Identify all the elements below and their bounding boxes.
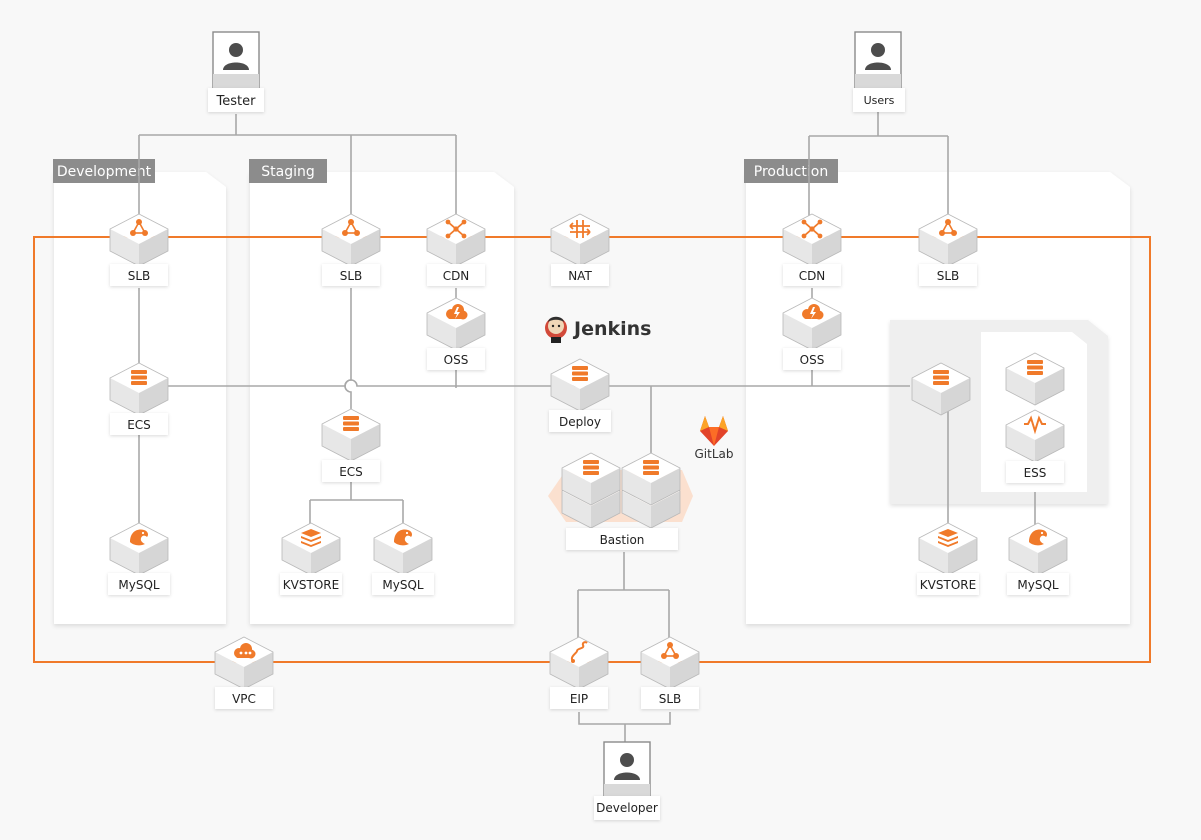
stg-mysql-label-box — [372, 573, 434, 595]
gitlab-logo: GitLab — [695, 416, 734, 461]
stg-ecs-label: ECS — [339, 465, 363, 479]
users-person-icon — [854, 31, 902, 89]
stg-slb-label-box — [322, 264, 380, 286]
stg-kvstore-label: KVSTORE — [283, 578, 339, 592]
eip-label-box — [550, 687, 608, 709]
prod-kvstore-node: KVSTORE — [917, 522, 979, 595]
development-zone-label: Development — [57, 164, 152, 180]
prod-oss-label: OSS — [800, 353, 825, 367]
staging-zone-label: Staging — [261, 164, 315, 180]
stg-oss-node: OSS — [426, 297, 486, 370]
production-zone-label: Production — [754, 164, 828, 180]
developer-label: Developer — [596, 801, 658, 815]
prod-mysql-node: MySQL — [1007, 522, 1069, 595]
dev-slb-label: SLB — [128, 269, 151, 283]
development-zone-tab — [53, 159, 155, 183]
ess-node: ESS — [1005, 409, 1065, 483]
stg-ecs-label-box — [322, 460, 380, 482]
server-icon — [572, 366, 588, 381]
stg-mysql-label: MySQL — [382, 578, 424, 592]
prod-oss-label-box — [783, 348, 841, 370]
deploy-cube — [550, 358, 610, 412]
server-icon — [1027, 360, 1043, 375]
deploy-label: Deploy — [559, 415, 601, 429]
jenkins-icon — [545, 316, 567, 343]
dev-ecs-node: ECS — [109, 362, 169, 435]
vpc-label: VPC — [232, 692, 256, 706]
users-label: Users — [864, 94, 895, 107]
stg-ecs-node: ECS — [321, 408, 381, 482]
server-icon — [583, 460, 599, 475]
dev-slb-label-box — [110, 264, 168, 286]
server-icon — [131, 370, 147, 385]
ess-group-panel — [890, 320, 1108, 504]
prod-slb-node: SLB — [918, 213, 978, 286]
deploy-node: Deploy — [549, 358, 611, 432]
gitlab-label: GitLab — [695, 447, 734, 461]
dev-mysql-label: MySQL — [118, 578, 160, 592]
production-zone-tab — [744, 159, 838, 183]
tester-person-icon — [212, 31, 260, 89]
developer-person: Developer — [594, 741, 660, 820]
prod-cdn-label-box — [783, 264, 841, 286]
jenkins-logo: Jenkins — [545, 316, 651, 343]
vpc-label-box — [215, 687, 273, 709]
prod-slb-label-box — [919, 264, 977, 286]
edge-slb-label-box — [641, 687, 699, 709]
gitlab-icon — [700, 416, 728, 446]
eip-node: EIP — [549, 636, 609, 709]
server-icon — [643, 460, 659, 475]
vpc-cube — [214, 636, 274, 690]
stg-cdn-node: CDN — [426, 213, 486, 286]
deploy-label-box — [549, 410, 611, 432]
prod-cdn-label: CDN — [799, 269, 826, 283]
stg-kvstore-label-box — [280, 573, 342, 595]
stg-kvstore-node: KVSTORE — [280, 522, 342, 595]
ess-label: ESS — [1024, 466, 1047, 480]
dev-mysql-node: MySQL — [108, 522, 170, 595]
prod-oss-node: OSS — [782, 297, 842, 370]
stg-cdn-label: CDN — [443, 269, 470, 283]
dev-slb-node: SLB — [109, 213, 169, 286]
tester-person: Tester — [208, 31, 264, 112]
nat-label: NAT — [568, 269, 592, 283]
stg-oss-label-box — [427, 348, 485, 370]
developer-person-icon — [603, 741, 651, 799]
bastion-label: Bastion — [600, 533, 645, 547]
prod-kvstore-label: KVSTORE — [920, 578, 976, 592]
bastion-label-box — [566, 528, 678, 550]
edge-slb-label: SLB — [659, 692, 682, 706]
vpc-node: VPC — [214, 636, 274, 709]
prod-cdn-node: CDN — [782, 213, 842, 286]
nat-cube — [550, 213, 610, 267]
bastion-node: Bastion — [561, 452, 681, 550]
dev-ecs-label: ECS — [127, 418, 151, 432]
prod-mysql-label: MySQL — [1017, 578, 1059, 592]
server-icon — [933, 370, 949, 385]
edge-slb-node: SLB — [640, 636, 700, 709]
prod-mysql-label-box — [1007, 573, 1069, 595]
prod-kvstore-label-box — [917, 573, 979, 595]
users-person: Users — [853, 31, 905, 112]
prod-slb-label: SLB — [937, 269, 960, 283]
stg-oss-label: OSS — [444, 353, 469, 367]
jenkins-label: Jenkins — [572, 318, 651, 340]
dev-ecs-label-box — [110, 413, 168, 435]
eip-cube — [549, 636, 609, 690]
edge-slb-cube — [640, 636, 700, 690]
stg-slb-node: SLB — [321, 213, 381, 286]
stg-mysql-node: MySQL — [372, 522, 434, 595]
stg-slb-label: SLB — [340, 269, 363, 283]
eip-label: EIP — [570, 692, 588, 706]
dev-mysql-label-box — [108, 573, 170, 595]
server-icon — [343, 416, 359, 431]
tester-label: Tester — [216, 94, 257, 109]
stg-cdn-label-box — [427, 264, 485, 286]
ess-label-box — [1006, 461, 1064, 483]
nat-label-box — [551, 264, 609, 286]
staging-zone-tab — [249, 159, 327, 183]
nat-node: NAT — [550, 213, 610, 286]
